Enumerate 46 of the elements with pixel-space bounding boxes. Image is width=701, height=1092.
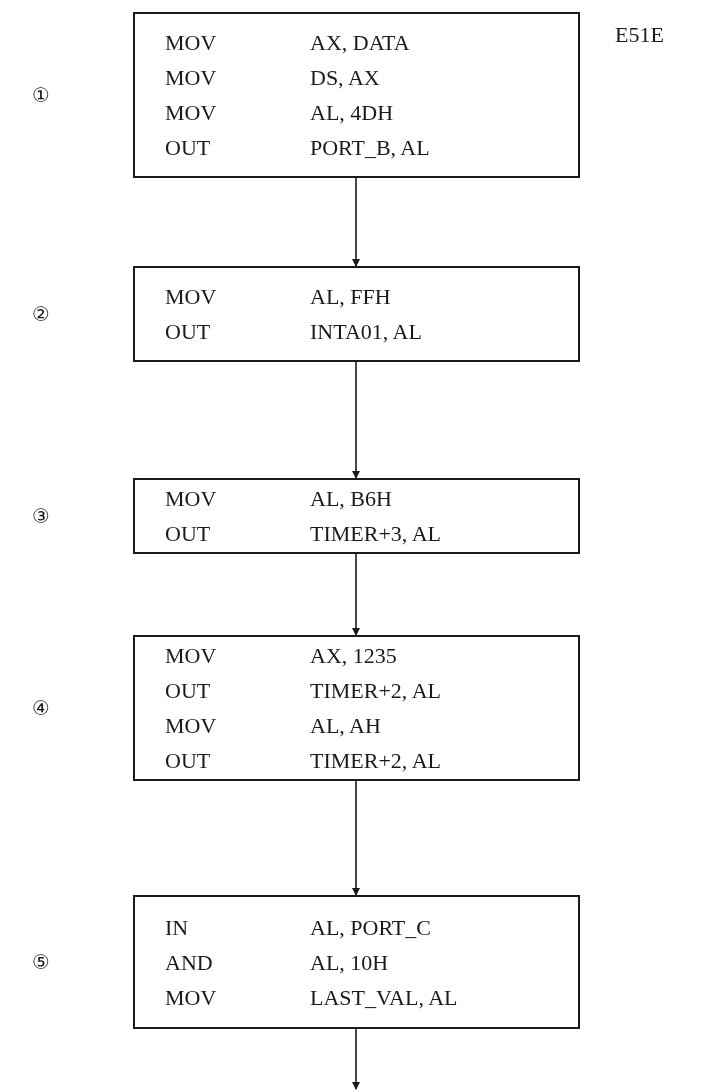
instruction-operands: AL, FFH xyxy=(310,283,392,311)
arrow xyxy=(352,177,360,267)
instruction-operands: AL, B6H xyxy=(310,485,393,513)
instruction-operands: TIMER+2, AL xyxy=(310,747,441,775)
process-box xyxy=(133,12,580,178)
instruction-operands: PORT_B, AL xyxy=(310,134,430,162)
process-box xyxy=(133,266,580,362)
instruction-operands: AX, 1235 xyxy=(310,642,398,670)
process-box xyxy=(133,635,580,781)
instruction-mnemonic: OUT xyxy=(165,677,212,705)
instruction-mnemonic: MOV xyxy=(165,642,218,670)
instruction-mnemonic: AND xyxy=(165,948,214,977)
instruction-mnemonic: MOV xyxy=(165,64,218,92)
instruction-operands: INTA01, AL xyxy=(310,318,422,346)
instruction-operands: TIMER+2, AL xyxy=(310,677,441,705)
instruction-operands: AL, AH xyxy=(310,712,382,740)
instruction-mnemonic: MOV xyxy=(165,99,218,127)
instruction-mnemonic: OUT xyxy=(165,747,212,775)
step-number: ① xyxy=(32,83,50,107)
instruction-mnemonic: IN xyxy=(165,913,190,942)
instruction-mnemonic: MOV xyxy=(165,712,218,740)
step-number: ③ xyxy=(32,504,50,528)
instruction-operands: AL, 10H xyxy=(310,948,390,977)
instruction-mnemonic: MOV xyxy=(165,485,218,513)
instruction-mnemonic: MOV xyxy=(165,283,218,311)
step-number: ② xyxy=(32,302,50,326)
arrow xyxy=(352,361,360,479)
arrow xyxy=(352,553,360,636)
arrow xyxy=(352,1028,360,1090)
instruction-operands: AX, DATA xyxy=(310,29,411,57)
instruction-operands: AL, 4DH xyxy=(310,99,395,127)
instruction-mnemonic: MOV xyxy=(165,29,218,57)
instruction-mnemonic: OUT xyxy=(165,318,212,346)
instruction-operands: DS, AX xyxy=(310,64,381,92)
instruction-operands: AL, PORT_C xyxy=(310,913,432,942)
step-number: ⑤ xyxy=(32,950,50,974)
process-box xyxy=(133,478,580,554)
arrow xyxy=(352,780,360,896)
instruction-operands: LAST_VAL, AL xyxy=(310,983,458,1012)
instruction-mnemonic: OUT xyxy=(165,520,212,548)
instruction-mnemonic: OUT xyxy=(165,134,212,162)
instruction-mnemonic: MOV xyxy=(165,983,218,1012)
routine-address: E51E xyxy=(615,22,664,48)
step-number: ④ xyxy=(32,696,50,720)
process-box xyxy=(133,895,580,1029)
instruction-operands: TIMER+3, AL xyxy=(310,520,441,548)
